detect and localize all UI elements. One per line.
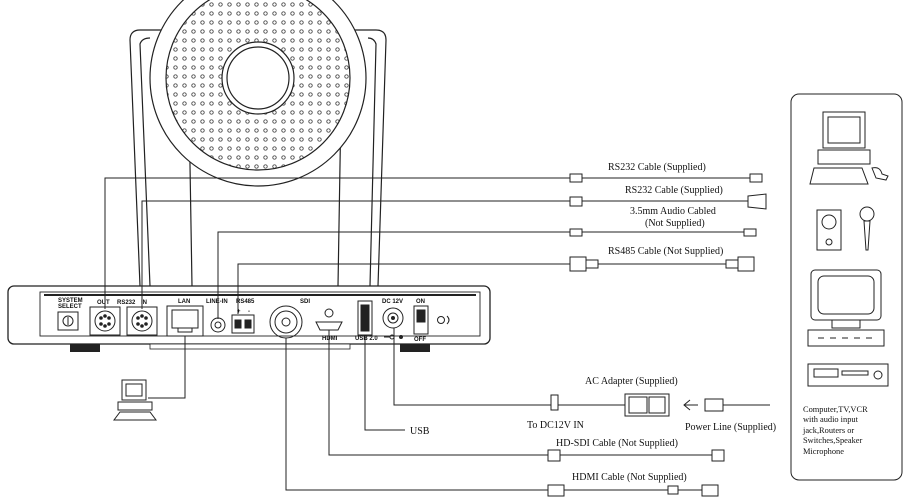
port-label-rs485-plus: + xyxy=(237,309,241,315)
microphone-icon xyxy=(859,206,875,251)
port-label-in: IN xyxy=(141,300,147,306)
router-icon xyxy=(807,329,885,347)
port-label-rs232: RS232 xyxy=(117,300,136,306)
port-label-rs485: RS485 xyxy=(236,299,255,305)
port-label-sdi: SDI xyxy=(300,299,310,305)
port-label-dc12v: DC 12V xyxy=(382,299,403,305)
audio-cable xyxy=(569,228,757,237)
cable-label-hdsdi: HD-SDI Cable (Not Supplied) xyxy=(556,438,678,449)
port-label-rs485-minus: - xyxy=(248,309,250,315)
devices-caption-line: with audio input xyxy=(803,415,858,425)
lan-computer-icon xyxy=(113,379,157,421)
tv-icon xyxy=(810,269,882,329)
port-label-on: ON xyxy=(416,299,425,305)
port-label-system: SYSTEM xyxy=(58,298,83,304)
cable-label-rs232-b: RS232 Cable (Supplied) xyxy=(625,185,723,196)
cable-label-usb: USB xyxy=(410,426,430,437)
port-label-hdmi: HDMI xyxy=(322,336,338,342)
cable-label-ac-adapter: AC Adapter (Supplied) xyxy=(585,376,678,387)
port-label-line-in: LINE-IN xyxy=(206,299,228,305)
computer-icon xyxy=(809,111,889,185)
hdsdi-cable xyxy=(547,449,725,462)
power-switch xyxy=(413,305,450,335)
vcr-icon xyxy=(807,363,889,387)
rs485-cable xyxy=(569,256,755,272)
camera-head xyxy=(129,0,387,287)
devices-caption: Computer,TV,VCR with audio input jack,Ro… xyxy=(803,405,899,457)
port-label-select: SELECT xyxy=(58,304,82,310)
wires xyxy=(104,177,625,491)
port-label-lan: LAN xyxy=(178,299,190,305)
port-hdmi xyxy=(315,308,343,331)
speaker-icon xyxy=(816,209,842,251)
port-rs485 xyxy=(231,308,255,334)
cable-label-audio-1: 3.5mm Audio Cabled xyxy=(630,206,716,217)
port-system-select xyxy=(57,311,79,331)
hdmi-cable xyxy=(547,484,719,497)
port-label-out: OUT xyxy=(97,300,110,306)
rs232-cable-b xyxy=(569,193,767,210)
cable-label-rs485: RS485 Cable (Not Supplied) xyxy=(608,246,723,257)
cable-label-hdmi: HDMI Cable (Not Supplied) xyxy=(572,472,687,483)
rs232-cable-a xyxy=(569,173,763,183)
ac-adapter xyxy=(550,393,770,417)
cable-label-rs232-a: RS232 Cable (Supplied) xyxy=(608,162,706,173)
cable-label-to-dc: To DC12V IN xyxy=(527,420,584,431)
port-label-usb: USB 2.0 xyxy=(355,336,378,342)
devices-caption-line: Computer,TV,VCR xyxy=(803,405,868,414)
port-sdi xyxy=(269,305,303,339)
devices-caption-line: Switches,Speaker xyxy=(803,436,863,446)
devices-caption-line: Microphone xyxy=(803,446,844,456)
port-label-off: OFF xyxy=(414,337,426,343)
devices-caption-line: jack,Routers or xyxy=(803,425,855,435)
cable-label-audio-2: (Not Supplied) xyxy=(645,218,705,229)
port-dc12v xyxy=(382,307,404,340)
cable-label-power-line: Power Line (Supplied) xyxy=(685,422,776,433)
